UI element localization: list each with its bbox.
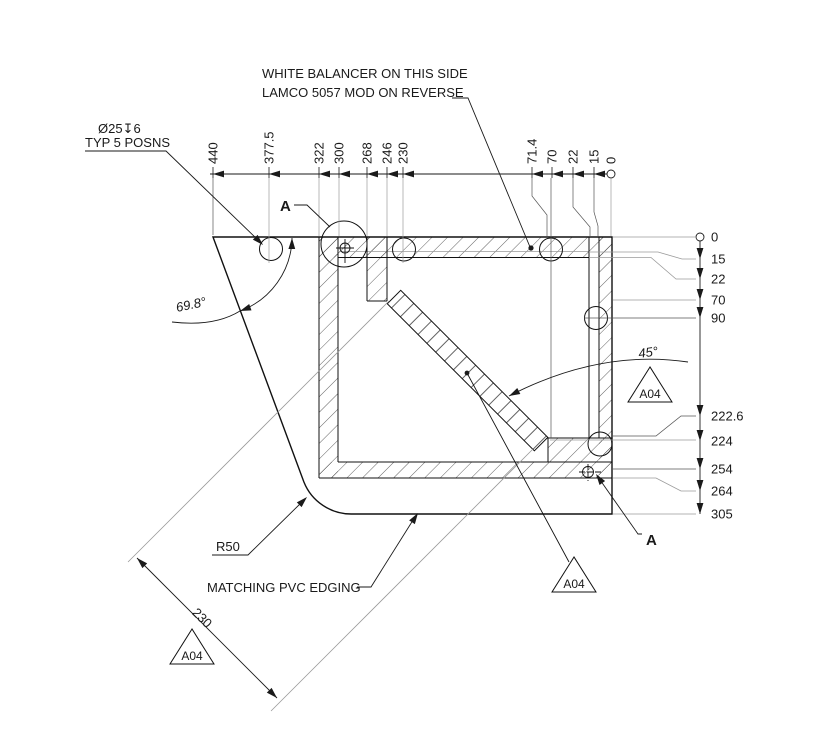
- datum-origin-right-icon: [695, 232, 705, 242]
- a04-label: A04: [639, 387, 661, 401]
- section-label-bottom: A: [593, 472, 657, 549]
- section-target-bottom-icon: [579, 464, 601, 481]
- dim-label: 264: [711, 484, 733, 499]
- section-leader-top: [294, 204, 331, 228]
- edging-callout: MATCHING PVC EDGING: [207, 511, 421, 595]
- section-detail-circle: [320, 220, 368, 268]
- dim-label: 254: [711, 462, 733, 477]
- right-dim-labels: 0 15 22 70 90 222.6 224 254 264 305: [711, 230, 744, 522]
- hole-corner: [587, 431, 613, 457]
- part-geometry: [211, 236, 613, 515]
- top-wall-hatch: [319, 237, 612, 258]
- a04-flags: [169, 366, 673, 665]
- a04-leader: [466, 372, 570, 563]
- hole-callout: Ø25↧6 TYP 5 POSNS: [85, 121, 266, 248]
- balancer-note-line2: LAMCO 5057 MOD ON REVERSE: [262, 85, 464, 100]
- brace-extension-lines: [127, 300, 534, 712]
- dim-label: 224: [711, 434, 733, 449]
- top-extension-lines: [212, 178, 612, 438]
- section-leader-bottom: [597, 476, 642, 535]
- corner-angle-label: 69.8°: [175, 294, 208, 315]
- dim-label: 246: [380, 142, 395, 164]
- dim-label: 305: [711, 507, 733, 522]
- hole-top-1: [392, 237, 416, 262]
- dim-label: 222.6: [711, 409, 744, 424]
- right-wall-hatch: [599, 237, 612, 478]
- balancer-note: WHITE BALANCER ON THIS SIDE LAMCO 5057 M…: [262, 66, 534, 251]
- hole-callout-leader: [85, 150, 259, 241]
- edging-label: MATCHING PVC EDGING: [207, 580, 361, 595]
- top-ordinate-dimensions: 440 377.5 322 300 268 246 230 71.4 70 22…: [206, 131, 619, 438]
- hatched-sections: [319, 237, 612, 478]
- dim-label: 0: [604, 157, 619, 164]
- corner-block-edges: [547, 437, 612, 462]
- dim-label: 230: [396, 142, 411, 164]
- section-label-top: A: [280, 198, 331, 228]
- balancer-leader-dot: [528, 245, 534, 251]
- datum-origin-top-icon: [606, 169, 616, 179]
- a04-leader-dot: [464, 370, 470, 376]
- edging-arrow: [409, 511, 421, 525]
- dim-label: 440: [206, 142, 221, 164]
- brace-angle-arrow: [507, 387, 521, 400]
- dim-label: 22: [711, 272, 725, 287]
- corner-angle-dimension: 69.8°: [171, 237, 296, 324]
- diagonal-brace: [386, 289, 549, 452]
- section-letter: A: [280, 198, 291, 215]
- radius-leader: [212, 500, 304, 556]
- balancer-leader: [452, 97, 531, 248]
- brace-angle-dimension: 45°: [507, 343, 689, 400]
- dim-label: 322: [312, 142, 327, 164]
- dim-label: 0: [711, 230, 718, 245]
- brace-length-label: 230: [189, 605, 215, 631]
- bottom-rail-hatch: [319, 462, 612, 478]
- right-ordinate-dimensions: 0 15 22 70 90 222.6 224 254 264 305: [550, 230, 744, 522]
- a04-flag-labels: A04 A04 A04: [181, 387, 661, 663]
- dim-label: 22: [566, 150, 581, 164]
- right-leader-lines: [550, 236, 696, 515]
- a04-label: A04: [563, 577, 585, 591]
- dim-label: 15: [587, 150, 602, 164]
- stub-wall-hatch: [367, 237, 387, 301]
- section-target-top-icon: [336, 239, 354, 263]
- brace-angle-label: 45°: [637, 343, 659, 361]
- dim-label: 268: [360, 142, 375, 164]
- part-outline: [211, 236, 613, 515]
- top-dim-labels: 440 377.5 322 300 268 246 230 71.4 70 22…: [206, 131, 619, 164]
- dim-label: 70: [545, 150, 560, 164]
- hole-flap: [259, 237, 283, 261]
- a04-label: A04: [181, 649, 203, 663]
- top-dim-ticks: [212, 167, 595, 178]
- left-wall-hatch: [319, 237, 338, 478]
- angle-arrow-top: [288, 237, 296, 250]
- section-letter: A: [646, 532, 657, 549]
- radius-label: R50: [216, 539, 240, 554]
- dim-label: 70: [711, 293, 725, 308]
- radius-callout: R50: [212, 494, 310, 556]
- section-markers: [320, 220, 601, 481]
- balancer-note-line1: WHITE BALANCER ON THIS SIDE: [262, 66, 468, 81]
- edging-leader: [357, 516, 416, 588]
- hole-callout-line2: TYP 5 POSNS: [85, 135, 170, 150]
- corner-block-hatch: [548, 438, 612, 462]
- dim-label: 300: [332, 142, 347, 164]
- a04-triangle-icon: [169, 628, 215, 665]
- dim-label: 71.4: [525, 139, 540, 164]
- hole-callout-line1: Ø25↧6: [98, 121, 141, 136]
- brace-dim-line: [136, 557, 278, 699]
- brace-angle-arc: [508, 358, 689, 397]
- a04-triangle-icon: [551, 556, 597, 593]
- dim-label: 90: [711, 311, 725, 326]
- a04-triangle-icon: [627, 366, 673, 403]
- dim-label: 15: [711, 252, 725, 267]
- dim-label: 377.5: [262, 131, 277, 164]
